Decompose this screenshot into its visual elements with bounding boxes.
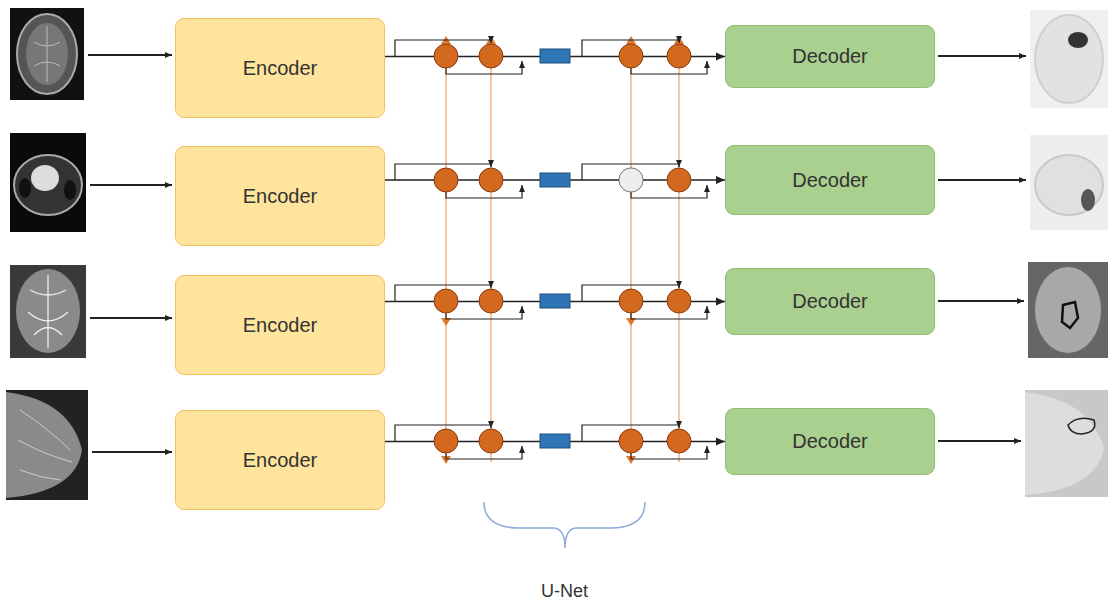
encoder-box: Encoder	[175, 18, 385, 118]
decoder-box: Decoder	[725, 268, 935, 335]
block-name: Decoder	[792, 45, 868, 68]
decoder-box: Decoder	[725, 145, 935, 215]
block-name: Encoder	[243, 185, 318, 208]
block-name: Decoder	[792, 430, 868, 453]
encoder-box: Encoder	[175, 146, 385, 246]
decoder-box: Decoder	[725, 408, 935, 475]
block-name: Encoder	[243, 57, 318, 80]
group-label: U-Net	[541, 581, 588, 602]
block-name: Encoder	[243, 314, 318, 337]
encoder-box: Encoder	[175, 275, 385, 375]
block-name: Encoder	[243, 449, 318, 472]
encoder-box: Encoder	[175, 410, 385, 510]
decoder-box: Decoder	[725, 25, 935, 88]
block-name: Decoder	[792, 169, 868, 192]
block-name: Decoder	[792, 290, 868, 313]
